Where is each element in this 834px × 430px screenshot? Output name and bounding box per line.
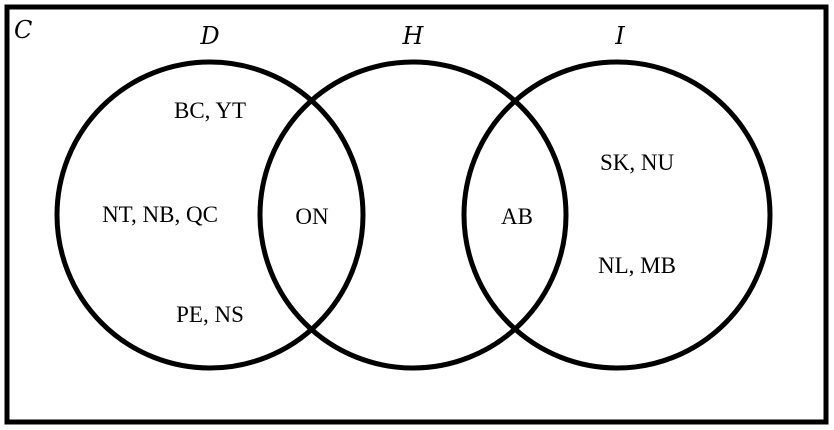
universe-box: [4, 4, 829, 425]
region-i-only-item: NL, MB: [598, 253, 676, 278]
region-h-and-i-item: AB: [501, 204, 533, 229]
set-i-circle: [461, 59, 773, 371]
region-d-only-item: PE, NS: [176, 302, 244, 327]
region-d-only-item: NT, NB, QC: [102, 202, 218, 227]
universe-label: C: [14, 16, 32, 44]
set-h-circle: [257, 59, 569, 371]
region-i-only-item: SK, NU: [600, 150, 675, 175]
set-i-label: I: [614, 22, 625, 50]
region-d-and-h-item: ON: [295, 204, 329, 229]
set-d-label: D: [199, 22, 219, 50]
set-h-label: H: [402, 22, 425, 50]
region-d-only-item: BC, YT: [174, 98, 246, 123]
set-d-circle: [54, 59, 366, 371]
